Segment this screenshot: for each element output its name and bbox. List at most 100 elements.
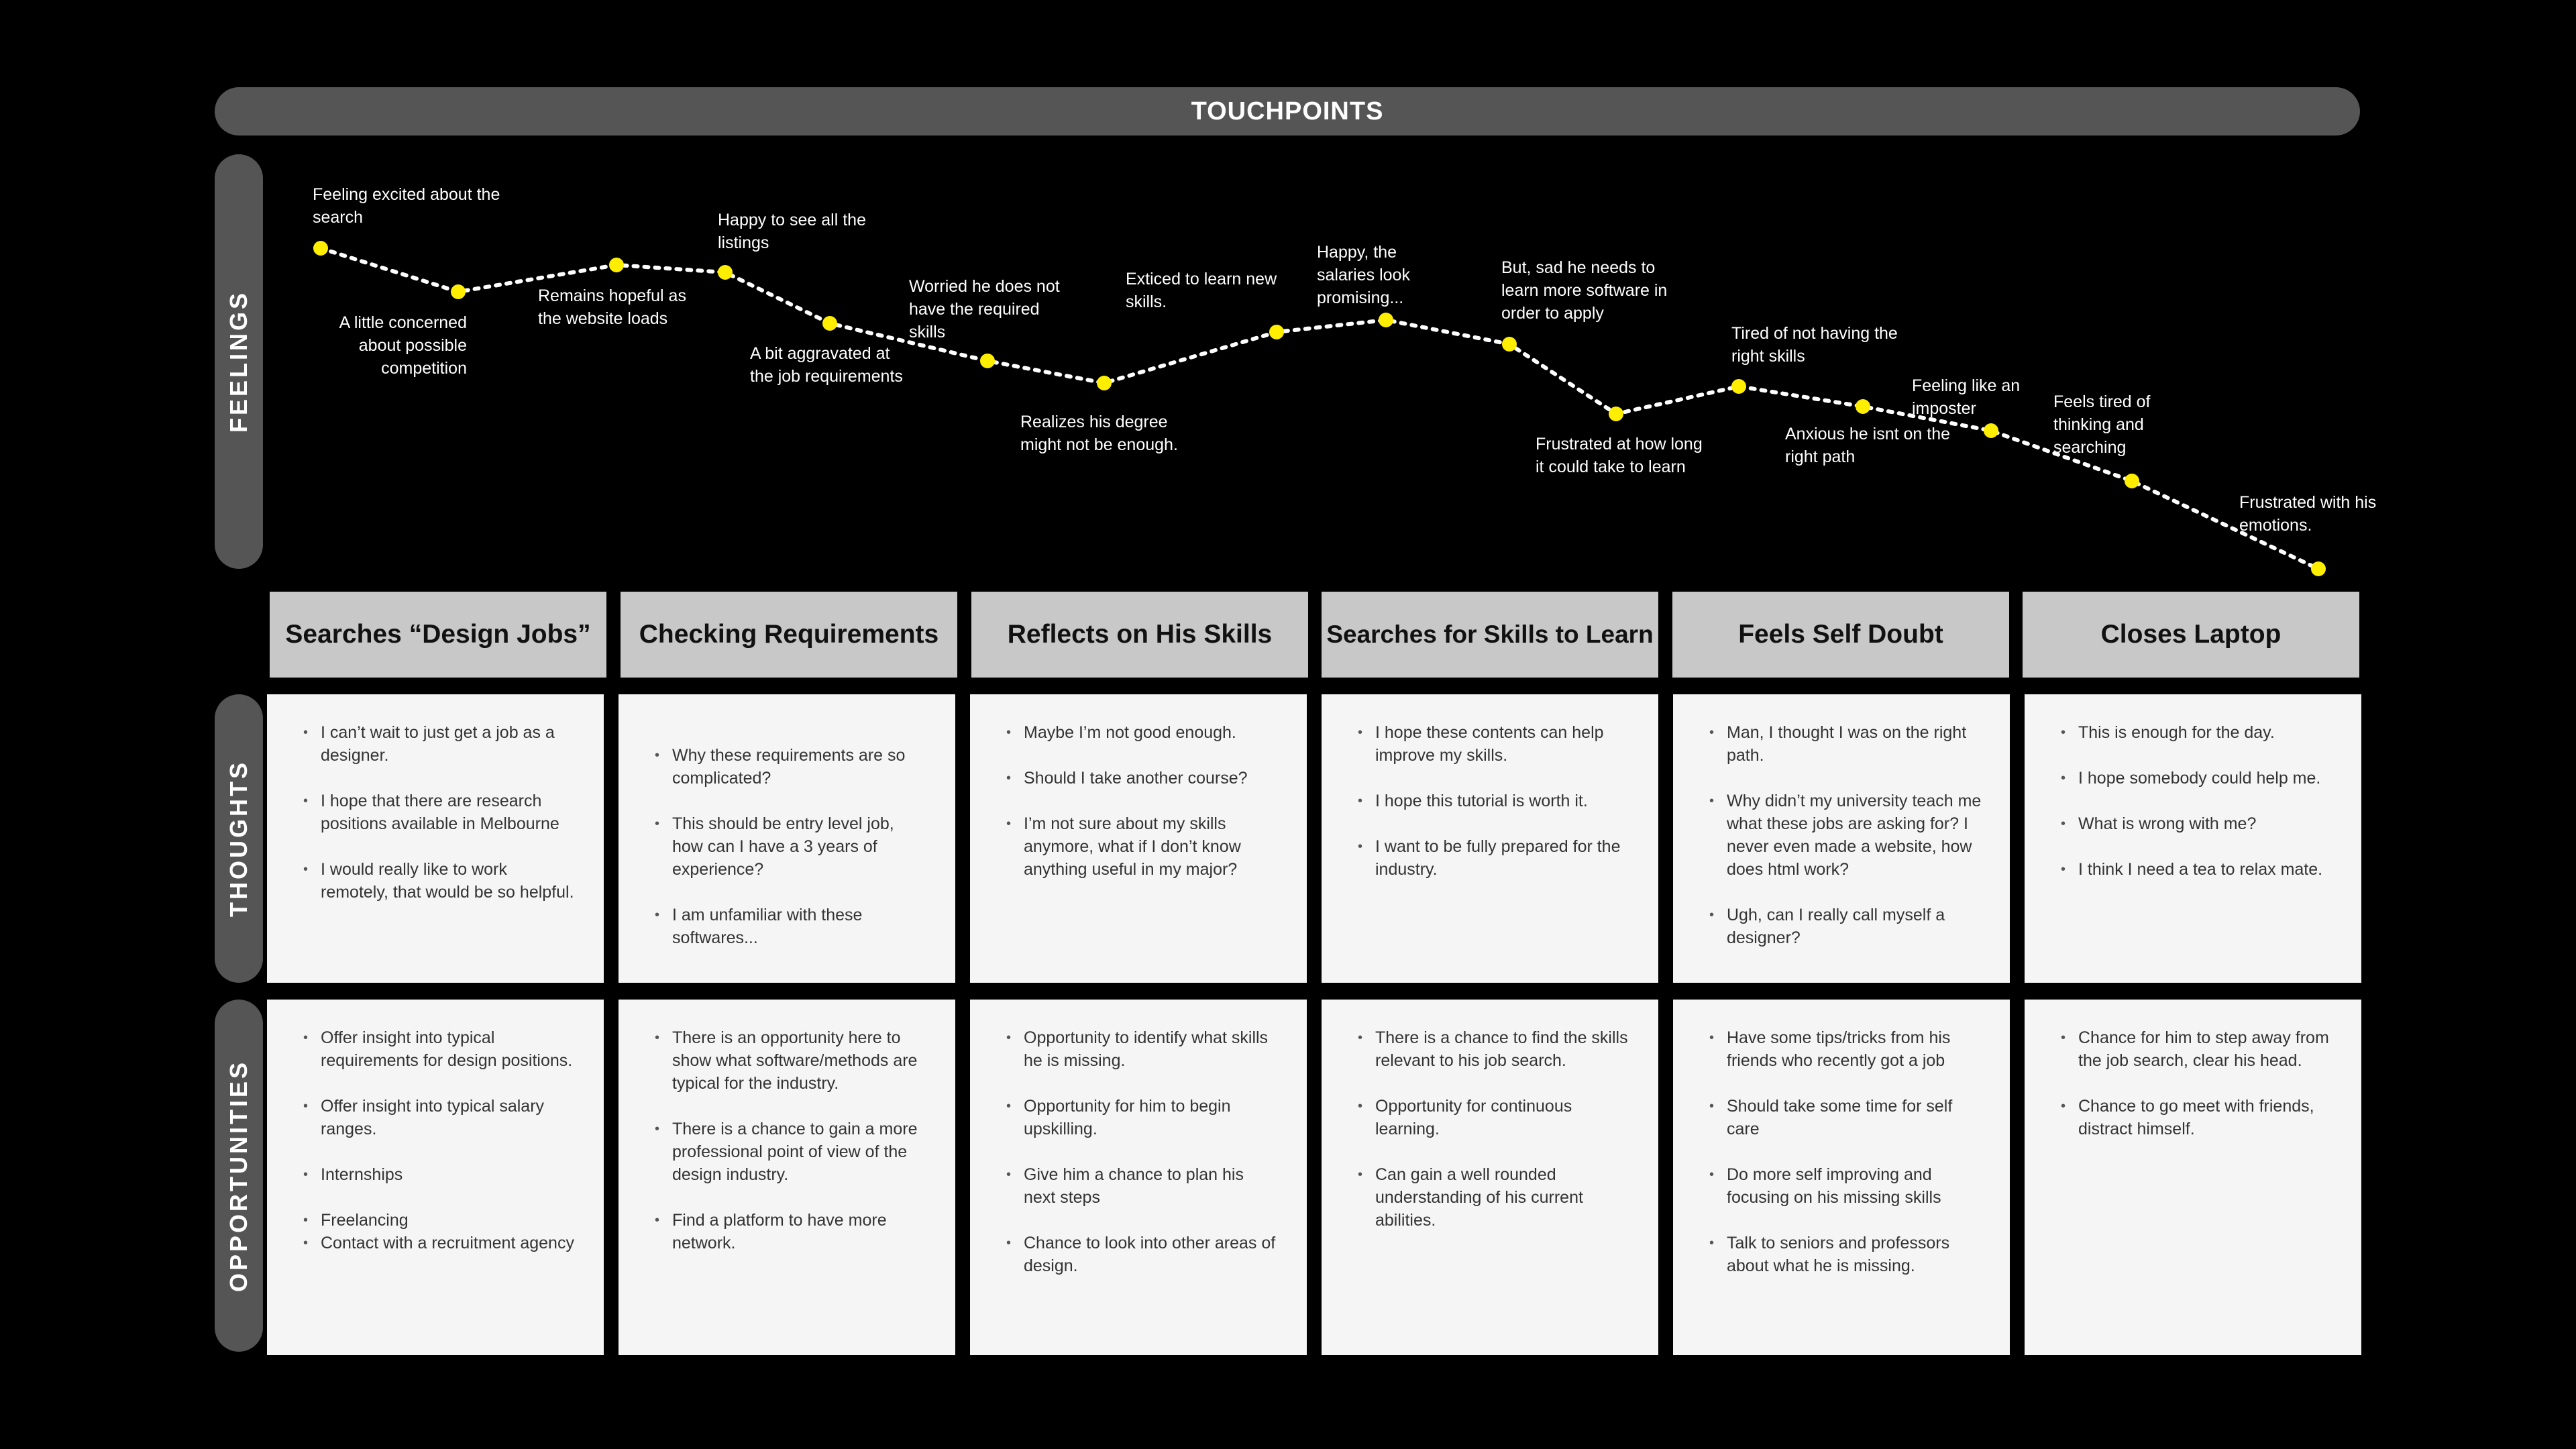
thought-item: This should be entry level job, how can … xyxy=(655,812,928,881)
thoughts-card-1: I can’t wait to just get a job as a desi… xyxy=(267,694,604,983)
thought-item: I think I need a tea to relax mate. xyxy=(2061,858,2334,881)
feeling-label: Worried he does not have the required sk… xyxy=(909,277,1060,341)
thought-item: Ugh, can I really call myself a designer… xyxy=(1709,904,1983,949)
feeling-dot xyxy=(1856,399,1870,414)
thought-item: Why these requirements are so complicate… xyxy=(655,744,928,790)
thoughts-card-2: Why these requirements are so complicate… xyxy=(619,694,955,983)
feeling-dot xyxy=(451,284,466,299)
stage-title: Closes Laptop xyxy=(2100,620,2282,649)
opportunities-card-5: Have some tips/tricks from his friends w… xyxy=(1673,1000,2010,1355)
feeling-label: Remains hopeful as the website loads xyxy=(538,286,686,328)
thoughts-card-6: This is enough for the day. I hope someb… xyxy=(2025,694,2361,983)
feelings-row-label: FEELINGS xyxy=(215,154,263,569)
opportunities-card-1: Offer insight into typical requirements … xyxy=(267,1000,604,1355)
opportunities-card-6: Chance for him to step away from the job… xyxy=(2025,1000,2361,1355)
thought-item: Should I take another course? xyxy=(1006,767,1280,790)
stage-header-2: Checking Requirements xyxy=(621,592,957,678)
feeling-label: But, sad he needs to learn more software… xyxy=(1501,258,1668,323)
opportunity-item: Find a platform to have more network. xyxy=(655,1209,928,1254)
stage-title: Checking Requirements xyxy=(639,620,939,649)
touchpoints-bar: TOUCHPOINTS xyxy=(215,87,2360,136)
feeling-dot xyxy=(980,354,995,368)
stage-title: Reflects on His Skills xyxy=(1007,620,1273,649)
opportunity-item: There is an opportunity here to show wha… xyxy=(655,1026,928,1095)
feeling-label: Happy to see all the listings xyxy=(718,211,866,252)
thought-item: This is enough for the day. xyxy=(2061,721,2334,744)
opportunity-item: Opportunity for him to begin upskilling. xyxy=(1006,1095,1280,1140)
feeling-label: Anxious he isnt on the right path xyxy=(1785,425,1950,466)
opportunity-item: Freelancing xyxy=(303,1209,577,1232)
opportunity-item: Contact with a recruitment agency xyxy=(303,1232,577,1254)
opportunity-item: Do more self improving and focusing on h… xyxy=(1709,1163,1983,1209)
feeling-dot xyxy=(718,265,733,280)
thought-item: Why didn’t my university teach me what t… xyxy=(1709,790,1983,881)
stage-header-3: Reflects on His Skills xyxy=(971,592,1308,678)
opportunity-item: Talk to seniors and professors about wha… xyxy=(1709,1232,1983,1277)
opportunity-item: There is a chance to gain a more profess… xyxy=(655,1118,928,1186)
feeling-dot xyxy=(1609,407,1623,421)
feeling-dot xyxy=(1269,325,1284,339)
thoughts-card-5: Man, I thought I was on the right path. … xyxy=(1673,694,2010,983)
stage-title: Searches for Skills to Learn xyxy=(1326,621,1654,648)
opportunity-item: Chance for him to step away from the job… xyxy=(2061,1026,2334,1072)
feeling-label: Happy, the salaries look promising... xyxy=(1317,243,1410,307)
thoughts-row-label: THOUGHTS xyxy=(215,694,263,983)
feeling-dot xyxy=(1097,376,1112,390)
feeling-label: Tired of not having the right skills xyxy=(1731,324,1898,366)
thought-item: I hope that there are research positions… xyxy=(303,790,577,835)
opportunity-item: Chance to look into other areas of desig… xyxy=(1006,1232,1280,1277)
thought-item: I hope somebody could help me. xyxy=(2061,767,2334,790)
thought-item: What is wrong with me? xyxy=(2061,812,2334,835)
feeling-label: Exticed to learn new skills. xyxy=(1126,270,1277,311)
opportunity-item: Chance to go meet with friends, distract… xyxy=(2061,1095,2334,1140)
stage-title: Searches “Design Jobs” xyxy=(285,620,591,649)
opportunity-item: Give him a chance to plan his next steps xyxy=(1006,1163,1280,1209)
feeling-label: Frustrated at how long it could take to … xyxy=(1536,435,1703,476)
opportunity-item: Offer insight into typical requirements … xyxy=(303,1026,577,1072)
stage-header-6: Closes Laptop xyxy=(2023,592,2359,678)
thought-item: I hope these contents can help improve m… xyxy=(1358,721,1631,767)
opportunities-card-3: Opportunity to identify what skills he i… xyxy=(970,1000,1307,1355)
feeling-label: Realizes his degree might not be enough. xyxy=(1020,413,1178,454)
feeling-dot xyxy=(1731,379,1746,394)
feeling-dot xyxy=(313,241,328,256)
opportunity-item: Should take some time for self care xyxy=(1709,1095,1983,1140)
feeling-label: Feeling excited about the search xyxy=(313,185,500,227)
opportunity-item: Internships xyxy=(303,1163,577,1186)
feeling-dot xyxy=(1502,337,1517,352)
feeling-dot xyxy=(2311,561,2326,576)
opportunity-item: Opportunity for continuous learning. xyxy=(1358,1095,1631,1140)
feeling-label: Feeling like an imposter xyxy=(1912,376,2021,418)
thought-item: I’m not sure about my skills anymore, wh… xyxy=(1006,812,1280,881)
touchpoints-title: TOUCHPOINTS xyxy=(1191,97,1384,125)
thought-item: I am unfamiliar with these softwares... xyxy=(655,904,928,949)
feeling-label: A bit aggravated at the job requirements xyxy=(750,344,903,386)
opportunity-item: Opportunity to identify what skills he i… xyxy=(1006,1026,1280,1072)
stage-title: Feels Self Doubt xyxy=(1738,620,1943,649)
thoughts-card-4: I hope these contents can help improve m… xyxy=(1322,694,1658,983)
feeling-dot xyxy=(609,258,624,272)
feeling-dot xyxy=(822,316,837,331)
thought-item: I would really like to work remotely, th… xyxy=(303,858,577,904)
thought-item: I hope this tutorial is worth it. xyxy=(1358,790,1631,812)
feeling-dot xyxy=(2125,474,2139,488)
stage-header-5: Feels Self Doubt xyxy=(1672,592,2009,678)
stage-header-1: Searches “Design Jobs” xyxy=(270,592,606,678)
thought-item: Maybe I’m not good enough. xyxy=(1006,721,1280,744)
opportunity-item: There is a chance to find the skills rel… xyxy=(1358,1026,1631,1072)
stage-header-4: Searches for Skills to Learn xyxy=(1322,592,1658,678)
opportunity-item: Have some tips/tricks from his friends w… xyxy=(1709,1026,1983,1072)
opportunities-card-4: There is a chance to find the skills rel… xyxy=(1322,1000,1658,1355)
opportunities-card-2: There is an opportunity here to show wha… xyxy=(619,1000,955,1355)
feeling-label: A little concerned about possible compet… xyxy=(339,313,467,378)
thought-item: Man, I thought I was on the right path. xyxy=(1709,721,1983,767)
opportunities-row-label: OPPORTUNITIES xyxy=(215,1000,263,1352)
opportunity-item: Offer insight into typical salary ranges… xyxy=(303,1095,577,1140)
opportunity-item: Can gain a well rounded understanding of… xyxy=(1358,1163,1631,1232)
thought-item: I want to be fully prepared for the indu… xyxy=(1358,835,1631,881)
feeling-label: Frustrated with his emotions. xyxy=(2239,493,2377,535)
feeling-dot xyxy=(1379,313,1393,327)
thought-item: I can’t wait to just get a job as a desi… xyxy=(303,721,577,767)
